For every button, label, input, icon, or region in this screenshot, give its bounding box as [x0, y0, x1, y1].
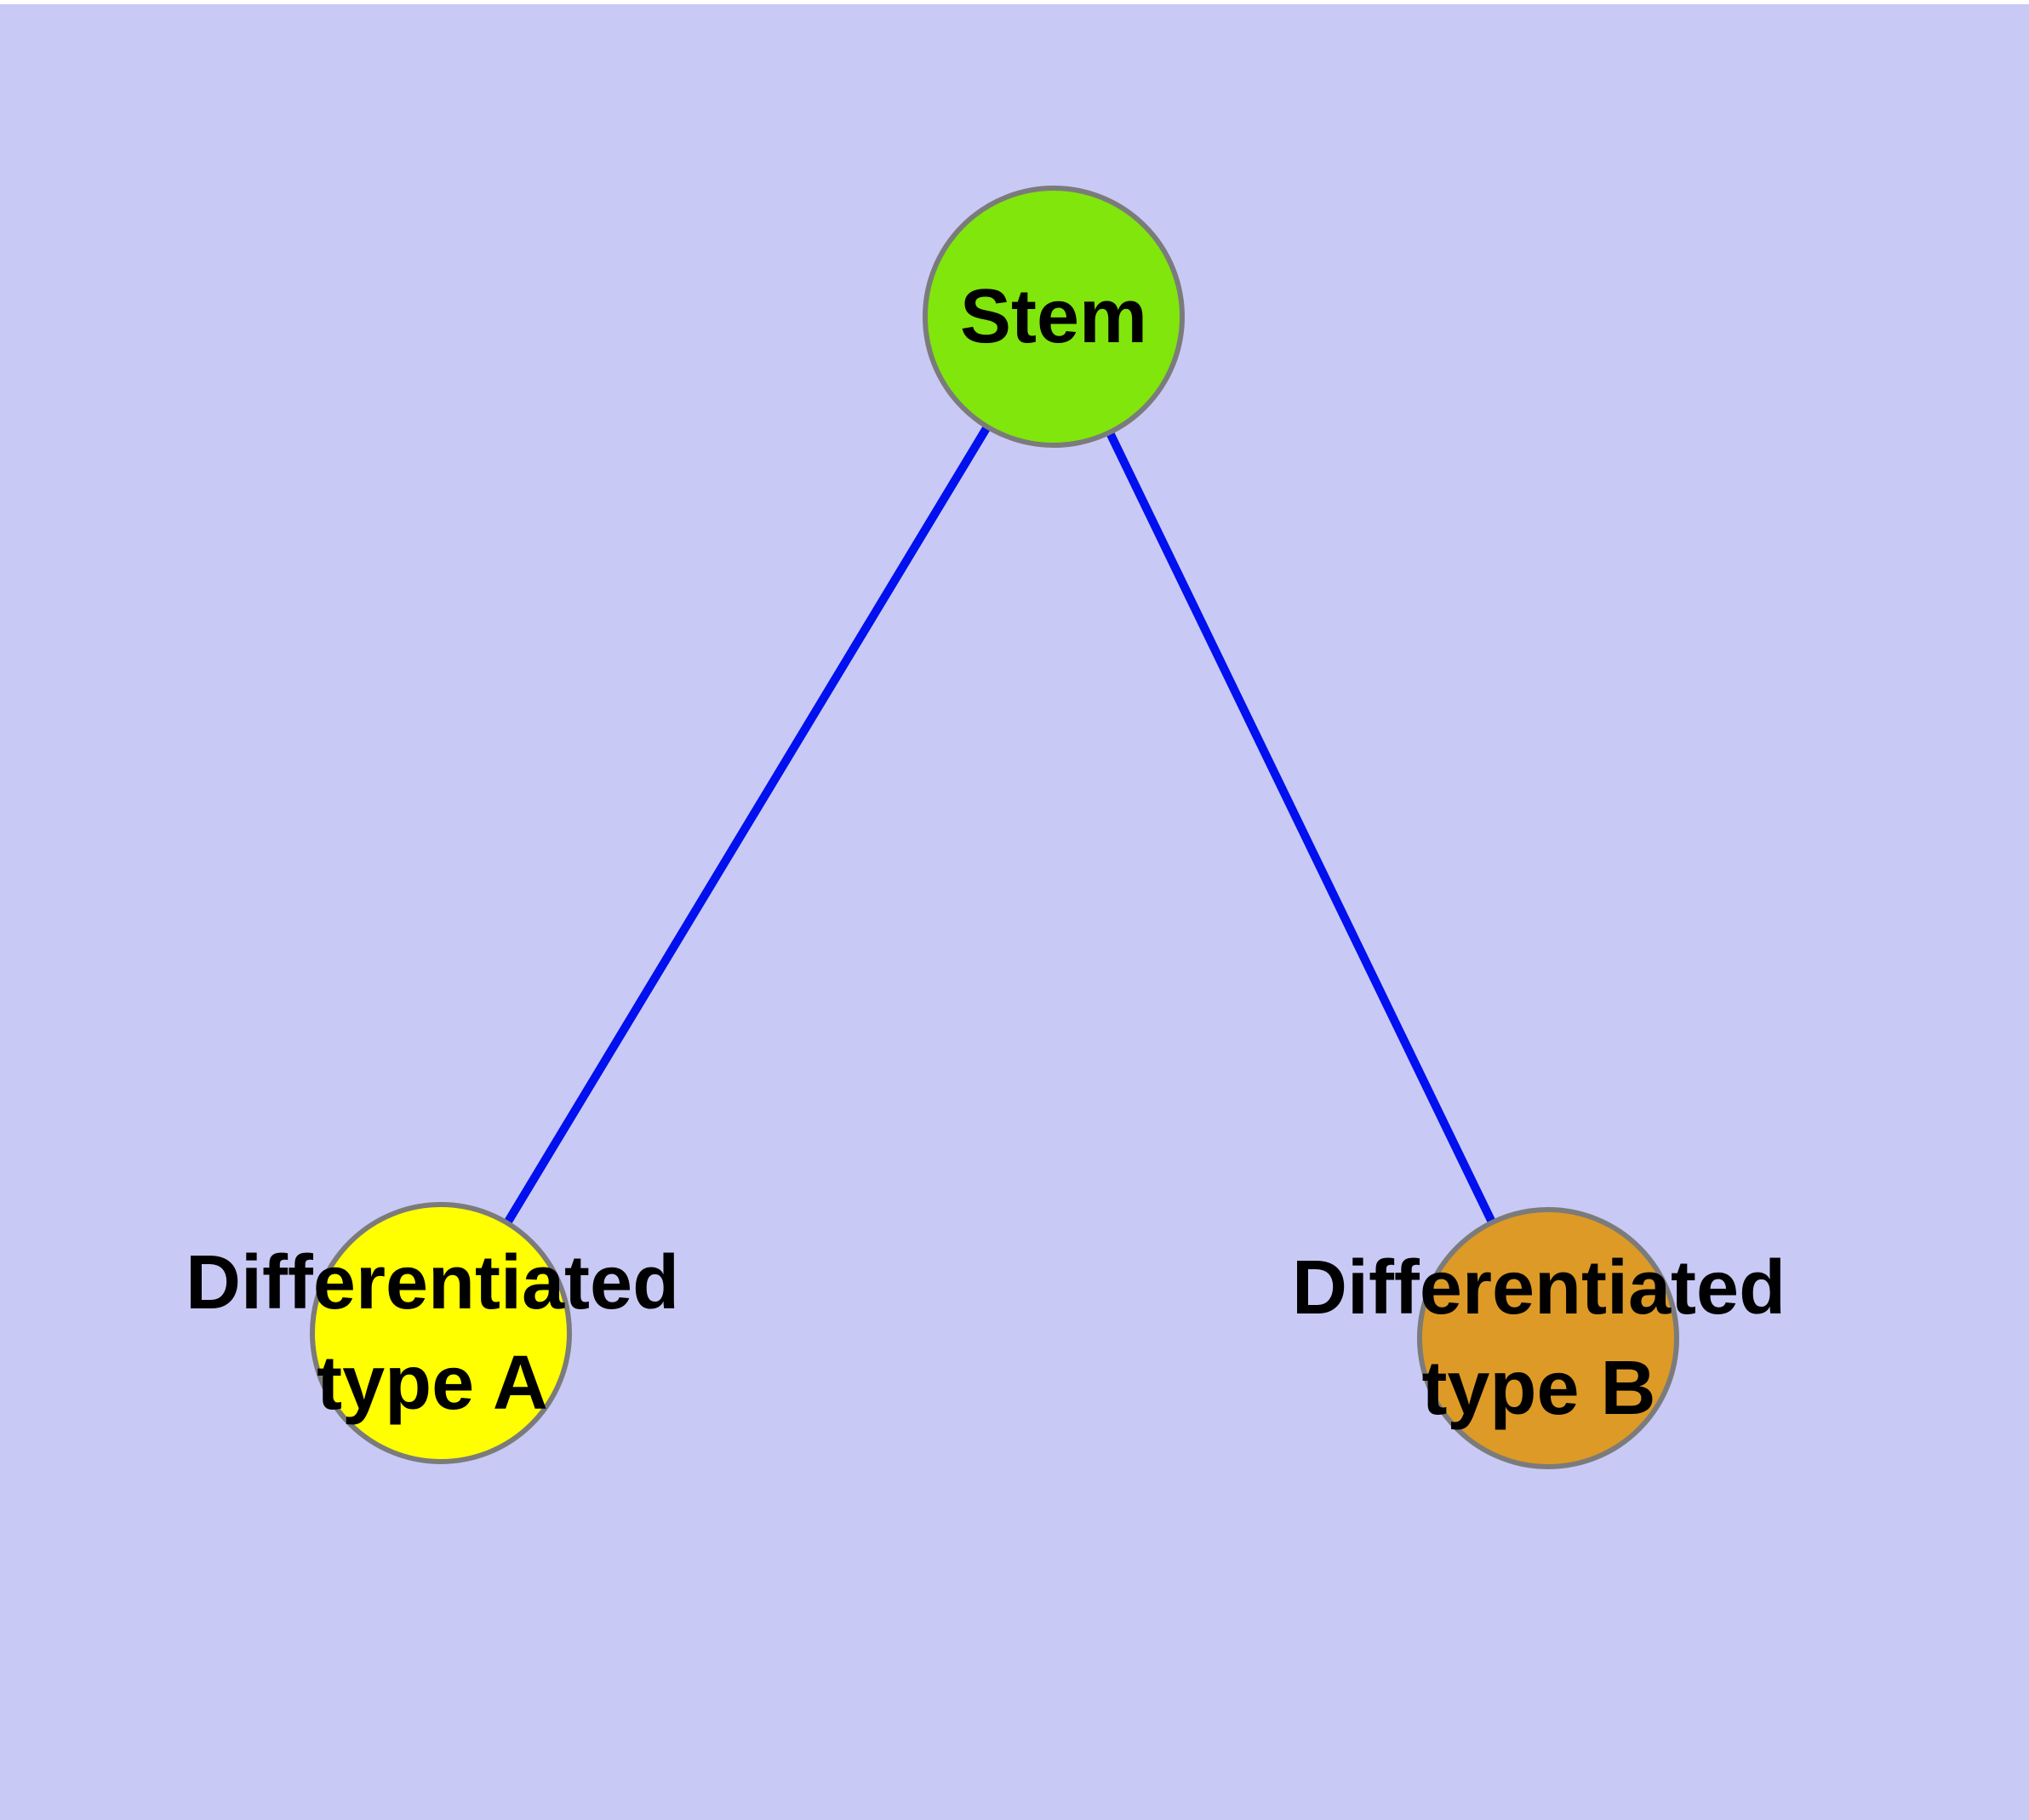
node-stem-circle: [923, 186, 1185, 448]
node-type-b-label-line1: Differentiated: [1291, 1245, 1786, 1331]
node-type-a-label-line1: Differentiated: [185, 1240, 680, 1325]
node-type-a-label-line2: type A: [317, 1341, 548, 1426]
node-type-a-circle: [310, 1202, 572, 1464]
node-type-b-label-line2: type B: [1421, 1346, 1656, 1431]
node-type-b-label: Differentiated type B: [1292, 1238, 1786, 1439]
node-stem-label-text: Stem: [959, 274, 1148, 359]
edge-stem-to-type-a-line: [437, 314, 1058, 1336]
top-strip: [0, 0, 2029, 4]
node-stem-label: Stem: [960, 266, 1147, 367]
edge-stem-to-type-b-line: [1049, 314, 1552, 1341]
node-type-b-circle: [1417, 1207, 1679, 1469]
node-type-a-label: Differentiated type A: [186, 1233, 679, 1434]
